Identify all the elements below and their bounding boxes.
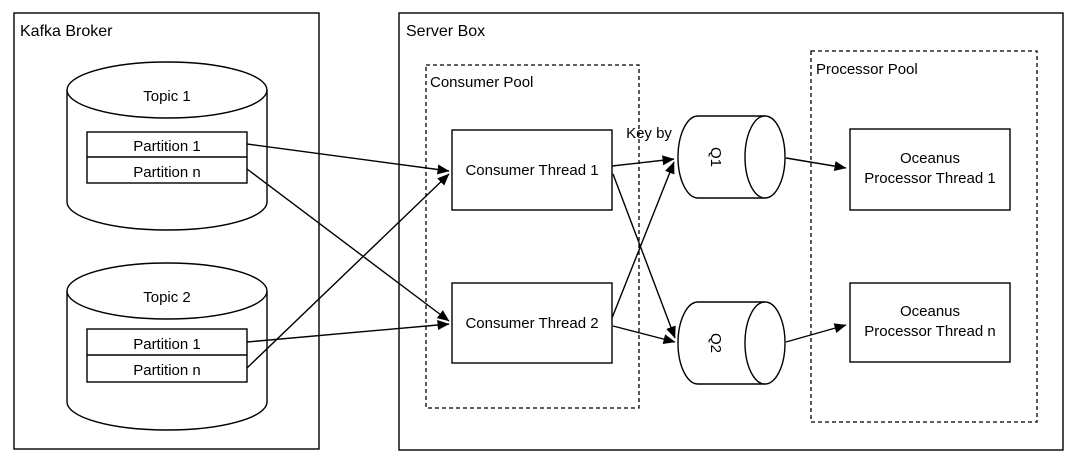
arrow-consumer-thread2-to-queue1 xyxy=(611,161,675,319)
processor-thread-n-label-line1: Oceanus xyxy=(900,303,960,320)
key-by-label: Key by xyxy=(626,125,672,142)
topic2-cylinder: Topic 2 Partition 1 Partition n xyxy=(66,262,268,431)
arrow-queue1-to-processor-thread1 xyxy=(785,157,847,172)
server-box-title: Server Box xyxy=(406,23,485,40)
topic1-partition-n-label: Partition n xyxy=(133,164,201,181)
arrow-topic2-partition1-to-consumer-thread2 xyxy=(246,320,450,343)
arrow-queue2-to-processor-thread-n xyxy=(785,323,847,343)
topic1-cylinder: Topic 1 Partition 1 Partition n xyxy=(66,61,268,231)
processor-thread1-label-line2: Processor Thread 1 xyxy=(864,170,995,187)
topic2-label: Topic 2 xyxy=(143,289,191,306)
topic1-cylinder-top xyxy=(66,61,268,119)
queue2-cap xyxy=(744,301,786,385)
queue2-label: Q2 xyxy=(707,333,724,353)
arrow-consumer-thread2-to-queue2 xyxy=(612,325,676,344)
queue2-cylinder: Q2 xyxy=(677,301,786,385)
topic2-cylinder-top xyxy=(66,262,268,320)
arrow-topic1-partition1-to-consumer-thread1 xyxy=(246,143,450,175)
topic2-partition-n-label: Partition n xyxy=(133,362,201,379)
kafka-broker-title: Kafka Broker xyxy=(20,23,113,40)
consumer-thread1-box xyxy=(451,129,613,211)
processor-thread-n-label-line2: Processor Thread n xyxy=(864,323,995,340)
processor-thread-n-box xyxy=(849,282,1011,363)
queue1-cylinder: Q1 xyxy=(677,115,786,199)
queue1-label: Q1 xyxy=(707,147,724,167)
arrow-topic2-partition-n-to-consumer-thread1 xyxy=(246,173,450,369)
arrow-topic1-partition-n-to-consumer-thread2 xyxy=(246,168,450,322)
processor-pool-title: Processor Pool xyxy=(816,61,918,78)
consumer-thread2-box xyxy=(451,282,613,364)
processor-pool-box xyxy=(810,50,1038,423)
processor-thread1-box xyxy=(849,128,1011,211)
arrow-consumer-thread1-to-queue2 xyxy=(612,173,676,339)
arrow-consumer-thread1-to-queue1 xyxy=(611,155,675,167)
queue1-body xyxy=(677,115,765,199)
consumer-pool-title: Consumer Pool xyxy=(430,74,533,91)
processor-thread1-label-line1: Oceanus xyxy=(900,150,960,167)
consumer-pool-box xyxy=(425,64,640,409)
topic1-label: Topic 1 xyxy=(143,88,191,105)
queue1-cap xyxy=(744,115,786,199)
topic1-partition1-label: Partition 1 xyxy=(133,138,201,155)
consumer-thread1-label: Consumer Thread 1 xyxy=(465,162,598,179)
queue2-body xyxy=(677,301,765,385)
topic2-partition1-label: Partition 1 xyxy=(133,336,201,353)
consumer-thread2-label: Consumer Thread 2 xyxy=(465,315,598,332)
